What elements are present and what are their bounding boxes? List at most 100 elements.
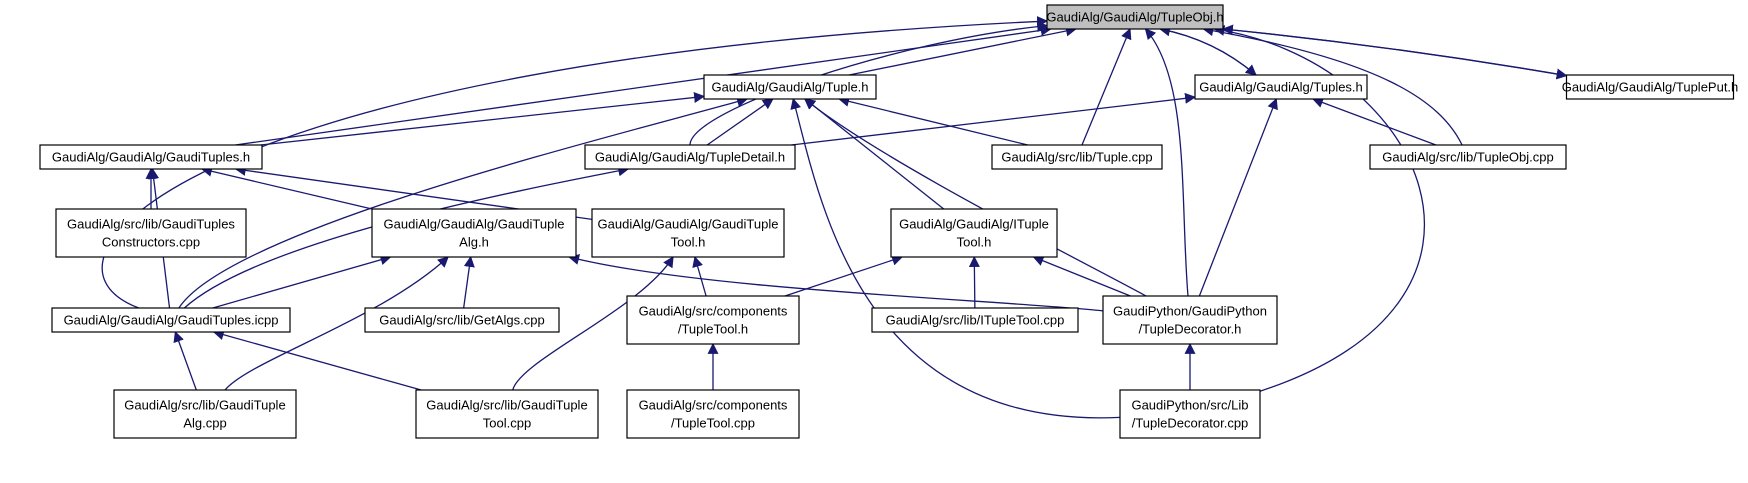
node-label: GaudiAlg/src/components — [639, 398, 788, 413]
node-comp-tupletool-cpp[interactable]: GaudiAlg/src/components/TupleTool.cpp — [626, 389, 800, 439]
node-box — [1119, 389, 1261, 439]
edge-tupleobj_h-to-tupleput_h — [1222, 28, 1568, 80]
node-box — [991, 144, 1163, 170]
node-label: /TupleDecorator.cpp — [1132, 416, 1249, 431]
edge-comp_tupletool_h-to-gaudituplatool_h — [692, 255, 707, 297]
node-label: GaudiAlg/GaudiAlg/Tuple.h — [711, 80, 868, 95]
edge — [790, 97, 1121, 419]
node-ituple-tool-h[interactable]: GaudiAlg/GaudiAlg/ITupleTool.h — [890, 208, 1058, 258]
edge — [838, 96, 1028, 146]
node-label: GaudiAlg/src/lib/ITupleTool.cpp — [886, 313, 1065, 328]
edge — [692, 255, 707, 297]
node-box — [1046, 4, 1224, 30]
edge — [512, 256, 674, 391]
node-box — [55, 208, 247, 258]
edge — [224, 256, 449, 391]
node-label: Alg.cpp — [183, 416, 226, 431]
node-label: /TupleDecorator.h — [1139, 322, 1242, 337]
edge — [706, 98, 774, 146]
edge-comp_tupletool_h-to-ituple_tool_h — [784, 254, 904, 297]
edge — [178, 96, 749, 309]
node-label: Alg.h — [459, 235, 489, 250]
node-label: GaudiPython/src/Lib — [1131, 398, 1248, 413]
node-label: Constructors.cpp — [102, 235, 200, 250]
node-label: GaudiAlg/src/lib/TupleObj.cpp — [1382, 150, 1554, 165]
edge — [463, 255, 475, 309]
node-box — [1369, 144, 1567, 170]
node-box — [890, 208, 1058, 258]
edge — [784, 254, 904, 297]
edge-tupleobj_h-to-tuples_h — [1159, 28, 1257, 76]
node-gaudituples-h[interactable]: GaudiAlg/GaudiAlg/GaudiTuples.h — [39, 144, 263, 170]
node-box — [113, 389, 297, 439]
node-label: Tool.cpp — [483, 416, 531, 431]
node-ituple-tool-cpp[interactable]: GaudiAlg/src/lib/ITupleTool.cpp — [871, 307, 1079, 333]
edge-ituple_tool_cpp-to-ituple_tool_h — [968, 255, 980, 309]
edge-tupledetail_h-to-tuples_h — [791, 92, 1197, 146]
edge-py_tupledecorator_cpp-to-tupleobj_h — [1213, 25, 1426, 392]
edge-py_tupledecorator_h-to-tuples_h — [1198, 97, 1278, 297]
edge — [200, 165, 373, 210]
node-comp-tupletool-h[interactable]: GaudiAlg/src/components/TupleTool.h — [626, 295, 800, 345]
node-tupleobj-h[interactable]: GaudiAlg/GaudiAlg/TupleObj.h — [1046, 4, 1224, 30]
edge-getalgs_cpp-to-gaudituplealg_h — [463, 255, 475, 309]
edge — [568, 254, 1104, 312]
edge-layer — [101, 16, 1568, 419]
edge-gaudituplealg_cpp-to-gaudituples_icpp — [173, 330, 197, 391]
node-label: GaudiAlg/GaudiAlg/GaudiTuples.h — [52, 150, 250, 165]
edge — [1144, 28, 1189, 297]
node-gaudituples-icpp[interactable]: GaudiAlg/GaudiAlg/GaudiTuples.icpp — [51, 307, 291, 333]
edge — [1081, 27, 1132, 146]
edge-gaudituples_icpp-to-tuple_h — [178, 96, 749, 309]
edge — [260, 92, 706, 146]
edge — [1222, 28, 1568, 80]
node-label: /TupleTool.cpp — [671, 416, 755, 431]
edge-py_tupledecorator_h-to-tuple_h — [803, 98, 1147, 297]
node-label: Tool.h — [671, 235, 706, 250]
node-box — [591, 208, 785, 258]
node-label: GaudiAlg/GaudiAlg/ITuple — [899, 217, 1049, 232]
node-tupledetail-h[interactable]: GaudiAlg/GaudiAlg/TupleDetail.h — [584, 144, 796, 170]
node-py-tupledecorator-h[interactable]: GaudiPython/GaudiPython/TupleDecorator.h — [1102, 295, 1278, 345]
node-box — [626, 295, 800, 345]
node-label: GaudiAlg/src/lib/GetAlgs.cpp — [379, 313, 544, 328]
node-tupleput-h[interactable]: GaudiAlg/GaudiAlg/TuplePut.h — [1562, 74, 1739, 100]
node-label: GaudiAlg/GaudiAlg/GaudiTuple — [598, 217, 779, 232]
edge-py_tupledecorator_cpp-to-tuple_h — [790, 97, 1121, 419]
edge — [1198, 97, 1278, 297]
node-tuple-h[interactable]: GaudiAlg/GaudiAlg/Tuple.h — [703, 74, 877, 100]
node-label: GaudiPython/GaudiPython — [1113, 304, 1267, 319]
node-box — [371, 208, 577, 258]
edge-tuple_cpp-to-tuple_h — [838, 96, 1028, 146]
node-tuple-cpp[interactable]: GaudiAlg/src/lib/Tuple.cpp — [991, 144, 1163, 170]
edge-tupleobj_cpp-to-tuples_h — [1312, 97, 1437, 146]
node-getalgs-cpp[interactable]: GaudiAlg/src/lib/GetAlgs.cpp — [364, 307, 560, 333]
edge-py_tupledecorator_h-to-ituple_tool_h — [1032, 255, 1131, 297]
edge-gaudituples_h-to-tupleobj_h — [235, 24, 1052, 146]
node-label: GaudiAlg/src/components — [639, 304, 788, 319]
edge-tupledetail_h-to-tuple_h — [706, 98, 774, 146]
node-label: GaudiAlg/src/lib/Tuple.cpp — [1001, 150, 1152, 165]
node-gtconstructors-cpp[interactable]: GaudiAlg/src/lib/GaudiTuplesConstructors… — [55, 208, 247, 258]
node-box — [584, 144, 796, 170]
node-label: GaudiAlg/GaudiAlg/TuplePut.h — [1562, 80, 1739, 95]
edge — [212, 329, 422, 391]
edge — [1032, 255, 1131, 297]
node-layer: GaudiAlg/GaudiAlg/TupleObj.hGaudiAlg/Gau… — [39, 4, 1739, 439]
node-tupleobj-cpp[interactable]: GaudiAlg/src/lib/TupleObj.cpp — [1369, 144, 1567, 170]
node-tuples-h[interactable]: GaudiAlg/GaudiAlg/Tuples.h — [1194, 74, 1368, 100]
node-box — [871, 307, 1079, 333]
node-py-tupledecorator-cpp[interactable]: GaudiPython/src/Lib/TupleDecorator.cpp — [1119, 389, 1261, 439]
edge — [173, 330, 197, 391]
node-label: /TupleTool.h — [678, 322, 748, 337]
node-label: GaudiAlg/src/lib/GaudiTuple — [124, 398, 285, 413]
edge — [849, 25, 1077, 76]
edge-gaudituples_icpp-to-gaudituplealg_h — [212, 254, 392, 309]
edge — [803, 98, 1147, 297]
node-box — [51, 307, 291, 333]
